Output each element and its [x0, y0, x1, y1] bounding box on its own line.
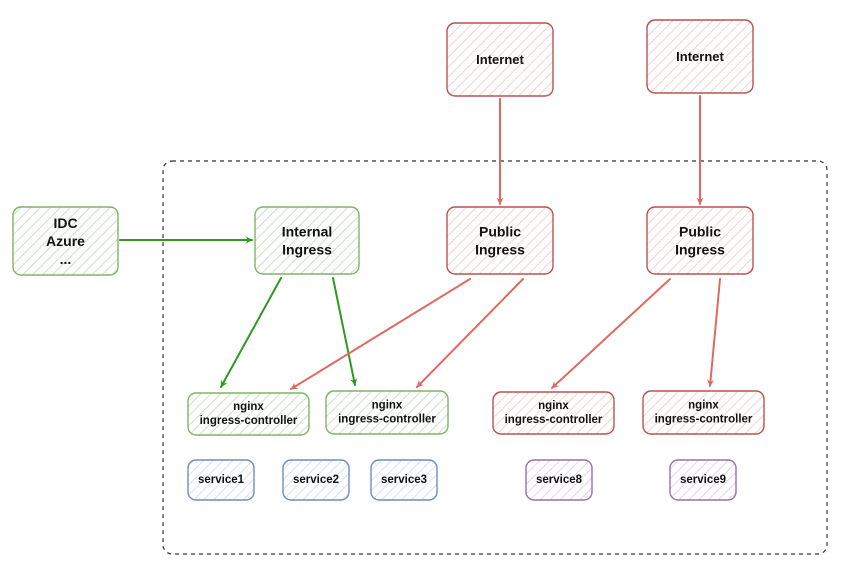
- edge-internal-ingress-to-controller-2: [332, 277, 358, 386]
- node-service1: service1: [187, 459, 255, 501]
- edge-public-ingress-2-to-controller-3: [551, 278, 671, 389]
- node-service9-box: [669, 459, 737, 501]
- node-controller-2-label-2: ingress-controller: [338, 414, 436, 426]
- node-controller-3: nginx ingress-controller: [492, 391, 615, 435]
- node-controller-4-label-2: ingress-controller: [655, 414, 753, 426]
- cluster-boundary: [162, 160, 828, 555]
- node-internal-ingress-box: [254, 206, 360, 275]
- edge-internal-ingress-to-controller-1: [220, 277, 282, 388]
- node-idc-azure-label-2: Azure: [46, 233, 85, 249]
- node-internet-2-label-1: Internet: [676, 49, 724, 64]
- node-controller-2-box: [325, 390, 449, 435]
- node-controller-4-label-1: nginx: [688, 400, 719, 412]
- node-public-ingress-2-box: [646, 206, 754, 275]
- node-controller-1-label-2: ingress-controller: [200, 415, 298, 427]
- node-idc-azure-label-3: ...: [60, 251, 72, 267]
- node-service8-label-1: service8: [536, 474, 583, 486]
- node-controller-4-box: [642, 390, 765, 435]
- edge-public-ingress-2-to-controller-4: [707, 278, 721, 387]
- node-controller-3-box: [492, 391, 615, 435]
- node-service3: service3: [370, 459, 438, 501]
- node-internet-1: Internet: [446, 22, 554, 97]
- node-public-ingress-2-label-2: Ingress: [675, 242, 725, 258]
- node-public-ingress-1-label-2: Ingress: [475, 242, 525, 258]
- node-idc-azure-box: [12, 206, 119, 276]
- node-public-ingress-1-box: [446, 206, 554, 275]
- node-controller-1-label-1: nginx: [233, 401, 264, 413]
- node-idc-azure-label-1: IDC: [53, 215, 77, 231]
- node-controller-2-label-1: nginx: [372, 400, 403, 412]
- node-internet-2-box: [646, 19, 754, 94]
- node-service8-box: [525, 459, 593, 501]
- node-public-ingress-2-label-1: Public: [679, 224, 721, 240]
- node-service1-label-1: service1: [198, 474, 245, 486]
- node-controller-3-label-2: ingress-controller: [505, 414, 603, 426]
- node-internal-ingress-label-1: Internal: [282, 224, 333, 240]
- node-internet-1-box: [446, 22, 554, 97]
- node-controller-1-box: [187, 392, 310, 436]
- node-service2-label-1: service2: [293, 474, 339, 486]
- node-service3-label-1: service3: [381, 474, 427, 486]
- node-internet-2: Internet: [646, 19, 754, 94]
- edges: [119, 95, 721, 390]
- node-idc-azure: IDC Azure...: [12, 206, 119, 276]
- node-public-ingress-1-label-1: Public: [479, 224, 521, 240]
- edge-public-ingress-1-to-controller-2: [416, 278, 524, 388]
- node-controller-4: nginx ingress-controller: [642, 390, 765, 435]
- node-service2: service2: [282, 459, 350, 501]
- node-service8: service8: [525, 459, 593, 501]
- node-internal-ingress-label-2: Ingress: [282, 242, 332, 258]
- node-controller-2: nginx ingress-controller: [325, 390, 449, 435]
- node-service1-box: [187, 459, 255, 501]
- node-internet-1-label-1: Internet: [476, 52, 524, 67]
- node-controller-3-label-1: nginx: [538, 400, 569, 412]
- node-controller-1: nginx ingress-controller: [187, 392, 310, 436]
- node-service9: service9: [669, 459, 737, 501]
- node-service3-box: [370, 459, 438, 501]
- node-service2-box: [282, 459, 350, 501]
- edge-public-ingress-1-to-controller-1: [290, 278, 471, 390]
- node-service9-label-1: service9: [680, 474, 726, 486]
